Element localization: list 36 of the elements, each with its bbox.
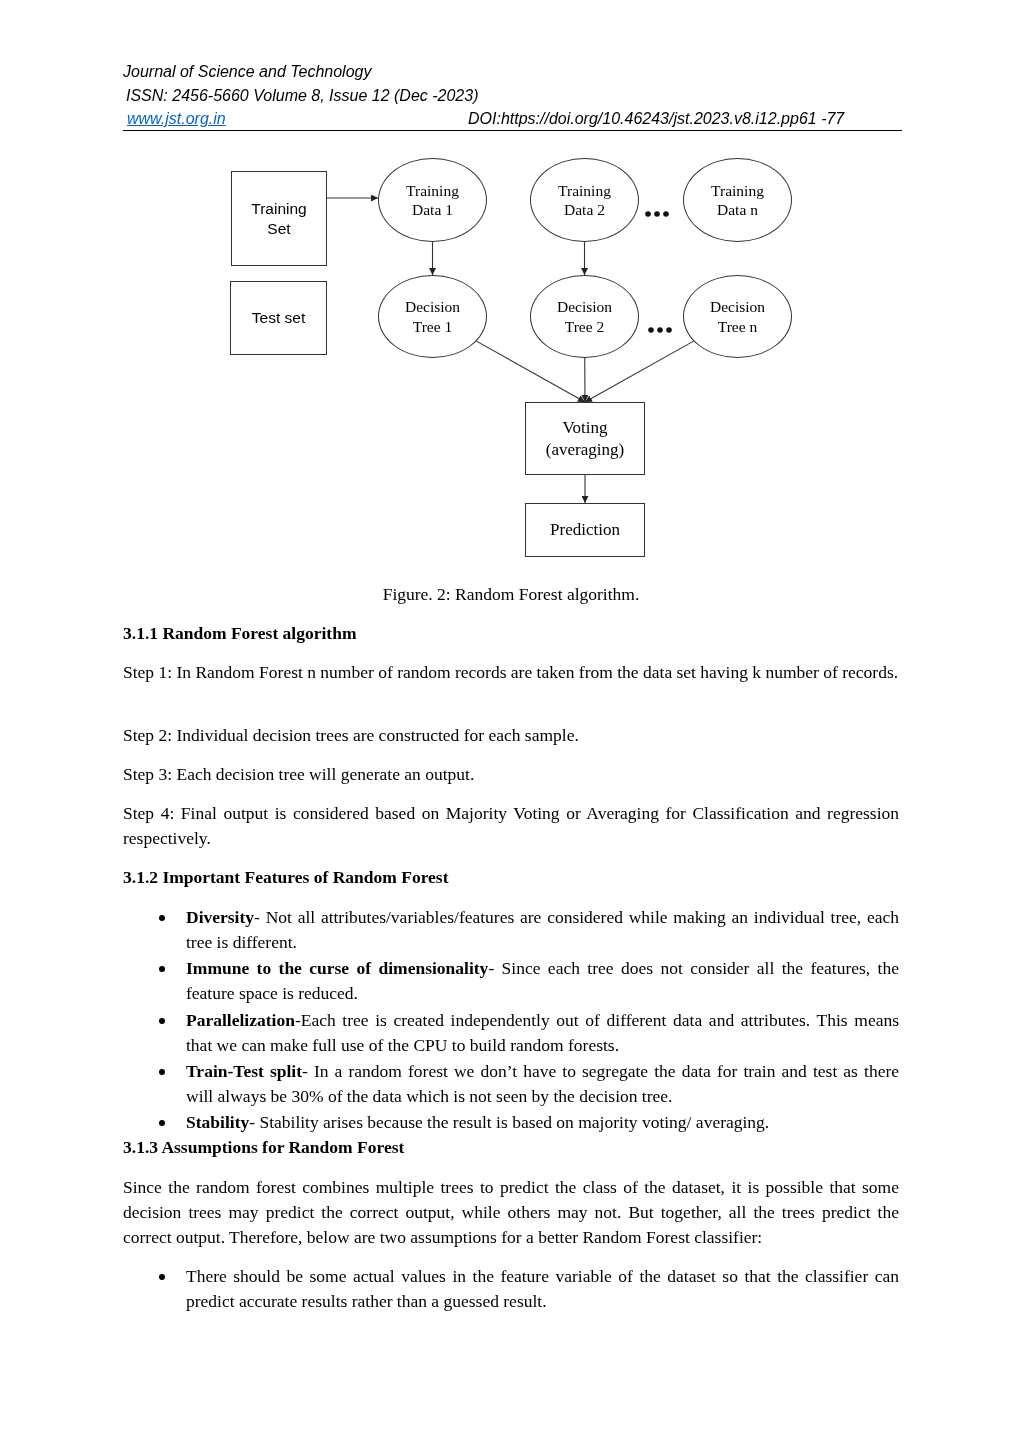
list-item-text: Diversity- Not all attributes/variables/features are considered while making an individual tree, each tree is different.: [186, 906, 899, 954]
paragraph: Step 1: In Random Forest n number of random records are taken from the data set having k number of records.: [123, 661, 899, 684]
section-heading: 3.1.1 Random Forest algorithm: [123, 622, 358, 645]
arrow: [581, 241, 588, 276]
arrow: [584, 340, 695, 403]
paragraph: Since the random forest combines multiple trees to predict the class of the dataset, it is possible that some decision trees may predict the correct output, while others may not. But together, all the trees predict the correct output. Therefore, below are two assumptions for a better Random Forest classifier:: [123, 1176, 899, 1249]
list-item-text: Train-Test split- In a random forest we don’t have to segregate the data for train and test as there will always be 30% of the data which is not seen by the decision tree.: [186, 1060, 899, 1108]
list-item-text: Stability- Stability arises because the result is based on majority voting/ averaging.: [186, 1111, 771, 1134]
header-text: Journal of Science and Technology: [123, 62, 372, 82]
paragraph: Step 3: Each decision tree will generate an output.: [123, 763, 476, 786]
header-text: ISSN: 2456-5660 Volume 8, Issue 12 (Dec -2023): [126, 86, 479, 106]
section-heading: 3.1.2 Important Features of Random Forest: [123, 866, 450, 889]
section-heading: 3.1.3 Assumptions for Random Forest: [123, 1136, 406, 1159]
arrow: [326, 194, 379, 202]
arrow: [475, 340, 586, 403]
process-box: Training Set: [231, 171, 327, 266]
paragraph: Step 4: Final output is considered based on Majority Voting or Averaging for Classification and regression respectively.: [123, 802, 899, 850]
paragraph: Step 2: Individual decision trees are constructed for each sample.: [123, 724, 580, 747]
data-ellipse: Training Data 1: [378, 158, 487, 242]
data-ellipse: Training Data 2: [530, 158, 639, 242]
list-item-text: Immune to the curse of dimensionality- Since each tree does not consider all the features, the feature space is reduced.: [186, 957, 899, 1005]
list-item-text: Parallelization-Each tree is created independently out of different data and attributes. This means that we can make full use of the CPU to build random forests.: [186, 1009, 899, 1057]
arrow: [581, 357, 589, 403]
list-item-text: There should be some actual values in the feature variable of the dataset so that the classifier can predict accurate results rather than a guessed result.: [186, 1265, 899, 1313]
link: www.jst.org.in: [127, 109, 226, 129]
process-box: Test set: [230, 281, 327, 355]
data-ellipse: Training Data n: [683, 158, 792, 242]
data-ellipse: Decision Tree 2: [530, 275, 639, 358]
figure-caption: Figure. 2: Random Forest algorithm.: [381, 583, 641, 606]
header-text: DOI:https://doi.org/10.46243/jst.2023.v8.i12.pp61 -77: [468, 109, 845, 129]
arrow: [429, 241, 436, 276]
data-ellipse: Decision Tree n: [683, 275, 792, 358]
process-box: Prediction: [525, 503, 645, 557]
process-box: Voting (averaging): [525, 402, 645, 475]
data-ellipse: Decision Tree 1: [378, 275, 487, 358]
arrow: [581, 474, 589, 504]
